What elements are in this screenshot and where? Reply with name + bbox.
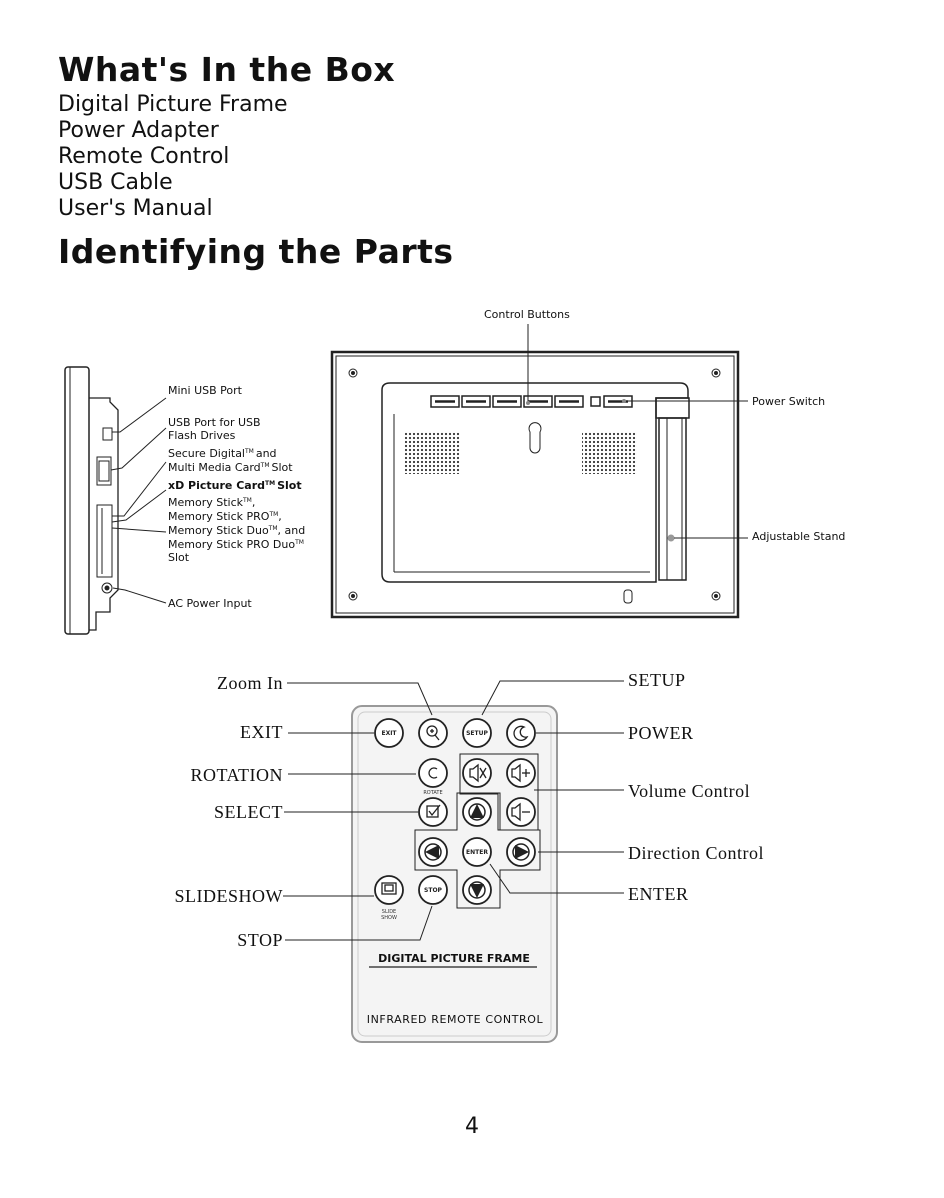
box-section-title: What's In the Box	[58, 50, 396, 89]
label-enter: ENTER	[628, 884, 689, 904]
label-zoom-in: Zoom In	[217, 673, 283, 693]
arrow-up-icon	[470, 804, 484, 818]
label-power-switch: Power Switch	[752, 395, 825, 408]
remote-footer: INFRARED REMOTE CONTROL	[367, 1013, 544, 1026]
setup-button[interactable]	[462, 718, 492, 748]
list-item: Power Adapter	[58, 118, 219, 143]
remote-control	[351, 705, 624, 1043]
slide-caption: SLIDE	[382, 909, 396, 915]
list-item: Remote Control	[58, 144, 230, 169]
slideshow-button[interactable]	[374, 875, 404, 905]
label-mini-usb: Mini USB Port	[168, 384, 243, 397]
rotate-icon	[428, 767, 438, 779]
label-ac-power: AC Power Input	[168, 597, 252, 610]
list-item: User's Manual	[58, 196, 213, 221]
enter-button-text: ENTER	[466, 849, 488, 856]
slideshow-icon	[381, 882, 397, 895]
volume-up-button[interactable]	[506, 758, 536, 788]
control-buttons-shape	[430, 395, 633, 408]
label-direction-control: Direction Control	[628, 843, 764, 863]
magnifier-icon	[426, 725, 438, 737]
label-power: POWER	[628, 723, 694, 743]
rotate-button[interactable]	[418, 758, 448, 788]
volume-down-icon	[511, 802, 521, 822]
label-ms-2: Memory Stick PROTM,	[168, 510, 282, 523]
box-contents-list: Digital Picture Frame Power Adapter Remo…	[58, 92, 288, 222]
stop-button-text: STOP	[424, 887, 443, 894]
moon-icon	[513, 725, 529, 741]
volume-down-button[interactable]	[506, 797, 536, 827]
arrow-down-icon	[470, 884, 484, 898]
arrow-left-icon	[425, 845, 439, 859]
mini-usb-port-shape	[102, 427, 113, 441]
arrow-right-icon	[515, 845, 529, 859]
label-rotation: ROTATION	[190, 765, 283, 785]
label-ms-3: Memory Stick DuoTM, and	[168, 524, 305, 537]
mute-button[interactable]	[462, 758, 492, 788]
frame-side-view	[64, 366, 119, 635]
label-ms-1: Memory StickTM,	[168, 496, 255, 509]
remote-brand: DIGITAL PICTURE FRAME	[378, 952, 530, 965]
list-item: USB Cable	[58, 170, 173, 195]
label-volume-control: Volume Control	[628, 781, 750, 801]
exit-button-text: EXIT	[381, 730, 397, 737]
lock-slot	[623, 589, 633, 604]
speaker-grille-left	[405, 432, 460, 474]
label-ms-5: Slot	[168, 551, 190, 564]
checkbox-icon	[426, 805, 439, 818]
label-exit: EXIT	[240, 722, 283, 742]
parts-section-title: Identifying the Parts	[58, 232, 454, 271]
show-caption: SHOW	[381, 915, 397, 921]
label-setup: SETUP	[628, 670, 686, 690]
frame-back-view	[330, 350, 740, 619]
label-ms-4: Memory Stick PRO DuoTM	[168, 538, 304, 551]
stop-button[interactable]	[418, 875, 448, 905]
label-usb-port-1: USB Port for USB	[168, 416, 261, 429]
label-control-buttons: Control Buttons	[484, 308, 570, 321]
mute-icon	[469, 763, 479, 783]
select-button[interactable]	[418, 797, 448, 827]
rotate-caption: ROTATE	[423, 790, 442, 796]
exit-button[interactable]	[374, 718, 404, 748]
usb-port-shape	[96, 456, 112, 486]
zoom-in-button[interactable]	[418, 718, 448, 748]
label-stop: STOP	[237, 930, 283, 950]
label-usb-port-2: Flash Drives	[168, 429, 236, 442]
volume-up-icon	[511, 763, 521, 783]
label-adjustable-stand: Adjustable Stand	[752, 530, 845, 543]
ac-input-shape	[101, 582, 113, 594]
speaker-grille-right	[582, 432, 637, 474]
label-slideshow: SLIDESHOW	[175, 886, 284, 906]
wall-mount-keyhole	[528, 422, 542, 454]
setup-button-text: SETUP	[466, 730, 488, 737]
label-select: SELECT	[214, 802, 283, 822]
list-item: Digital Picture Frame	[58, 92, 288, 117]
page-number: 4	[465, 1114, 479, 1139]
card-slot-shape	[96, 504, 113, 578]
enter-button[interactable]	[462, 837, 492, 867]
